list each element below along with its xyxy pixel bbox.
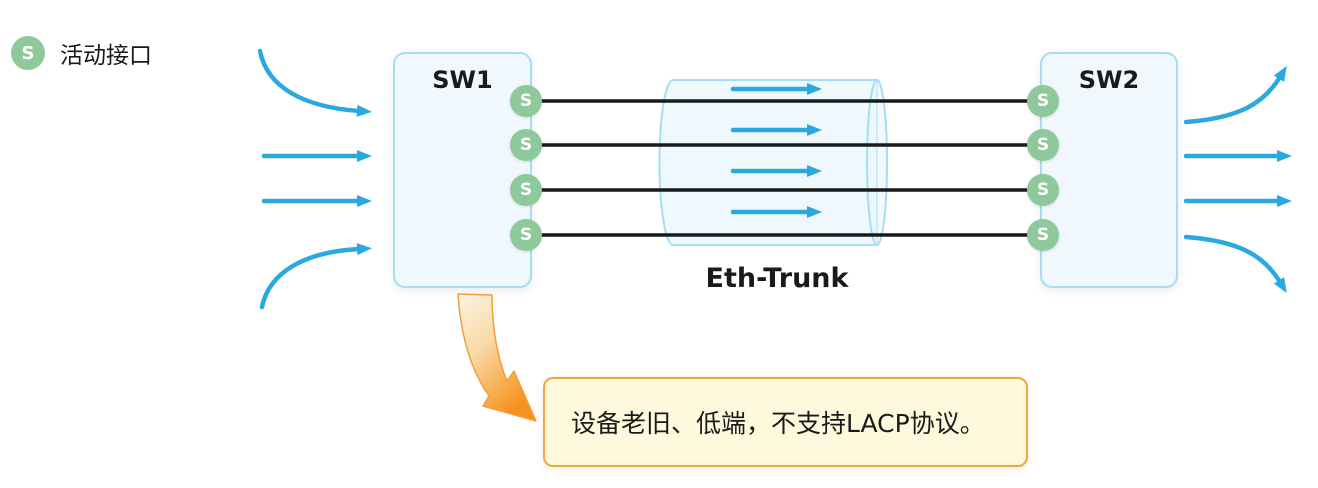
device-sw2-label: SW2 <box>1078 66 1140 94</box>
ingress-arrow-1 <box>257 48 372 117</box>
sw1-port-3-letter: S <box>519 180 533 200</box>
active-interface-legend-icon: S <box>11 36 45 70</box>
egress-arrow-4 <box>1183 234 1287 294</box>
sw2-port-4-letter: S <box>1036 225 1050 245</box>
sw1-port-4-badge: S <box>510 219 542 251</box>
sw1-port-2-badge: S <box>510 129 542 161</box>
eth-trunk-cylinder <box>658 79 888 246</box>
eth-trunk-label: Eth-Trunk <box>705 263 849 294</box>
legend: S 活动接口 <box>11 36 152 70</box>
sw1-port-2-letter: S <box>519 135 533 155</box>
sw1-port-1-badge: S <box>510 85 542 117</box>
device-sw1: SW1 <box>393 52 532 288</box>
callout-arrow <box>457 293 537 422</box>
ingress-arrow-4 <box>259 243 372 310</box>
egress-arrow-1 <box>1183 65 1287 125</box>
sw2-port-2-letter: S <box>1036 135 1050 155</box>
sw2-port-3-letter: S <box>1036 180 1050 200</box>
device-sw2: SW2 <box>1040 52 1178 288</box>
egress-arrows <box>1183 65 1292 294</box>
sw2-port-4-badge: S <box>1027 219 1059 251</box>
sw2-port-2-badge: S <box>1027 129 1059 161</box>
callout-note: 设备老旧、低端，不支持LACP协议。 <box>543 377 1028 467</box>
member-link-lines <box>527 99 1043 237</box>
legend-label: 活动接口 <box>60 43 152 69</box>
device-sw1-label: SW1 <box>432 66 493 94</box>
sw1-port-3-badge: S <box>510 174 542 206</box>
sw2-port-3-badge: S <box>1027 174 1059 206</box>
sw1-port-4-letter: S <box>519 225 533 245</box>
sw2-port-1-badge: S <box>1027 85 1059 117</box>
sw1-port-1-letter: S <box>519 91 533 111</box>
sw2-port-1-letter: S <box>1036 91 1050 111</box>
trunk-flow-arrows <box>730 83 822 218</box>
legend-badge-letter: S <box>21 42 35 64</box>
ingress-arrows <box>257 48 372 310</box>
callout-note-text: 设备老旧、低端，不支持LACP协议。 <box>571 409 985 438</box>
